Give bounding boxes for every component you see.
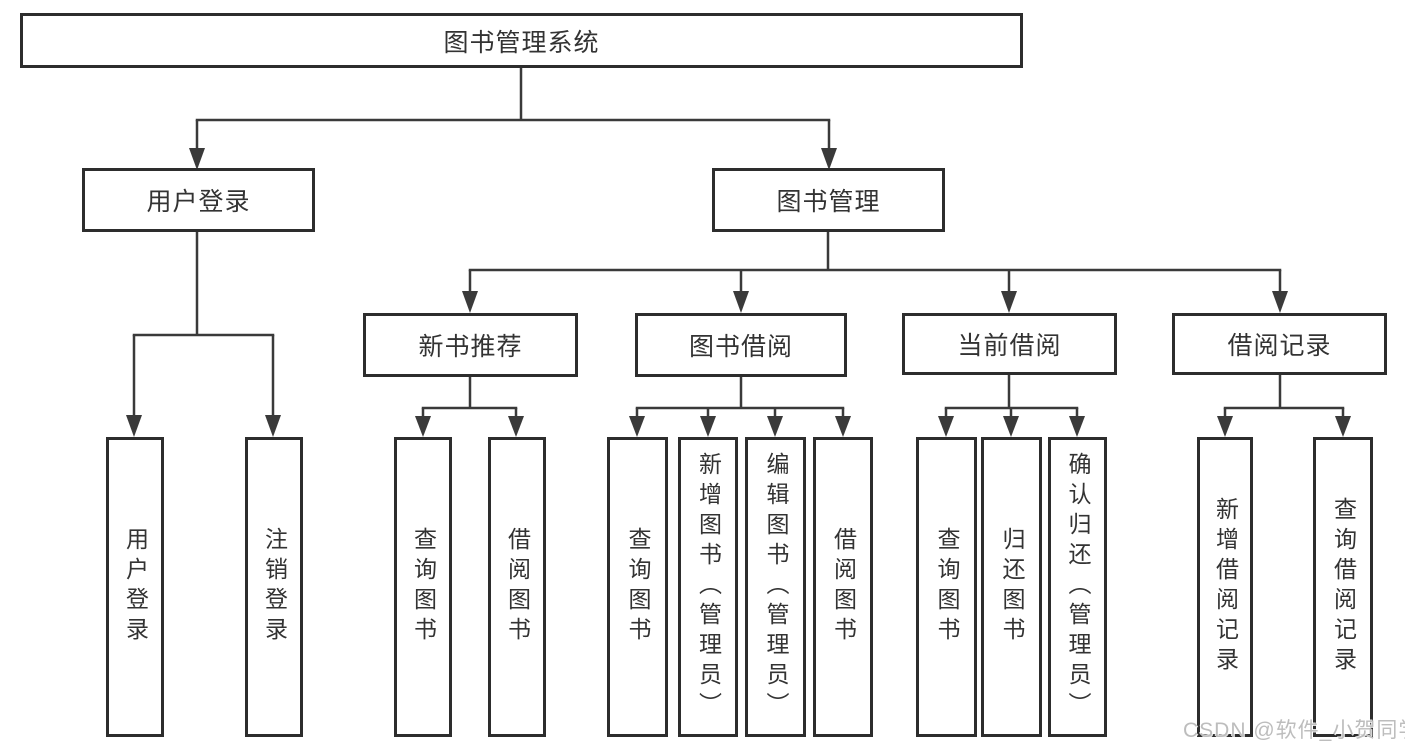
leaf-query-books-recommend: 查询图书 [394,437,452,737]
connector-book-management-children [462,232,1288,313]
node-book-management: 图书管理 [712,168,945,232]
connector-user-login-children [126,232,281,437]
leaf-logout: 注销登录 [245,437,303,737]
connector-new-book-children [415,377,524,437]
connector-root-to-level2 [189,68,837,170]
node-borrow-records: 借阅记录 [1172,313,1387,375]
node-root: 图书管理系统 [20,13,1023,68]
connector-book-borrow-children [629,377,851,437]
leaf-confirm-return-admin: 确认归还（管理员） [1048,437,1107,737]
connector-current-borrow-children [938,375,1085,437]
leaf-query-borrow-record: 查询借阅记录 [1313,437,1373,737]
leaf-user-login: 用户登录 [106,437,164,737]
node-user-login: 用户登录 [82,168,315,232]
leaf-add-book-admin: 新增图书（管理员） [678,437,738,737]
leaf-query-books-borrow: 查询图书 [607,437,668,737]
leaf-query-books-current: 查询图书 [916,437,977,737]
leaf-borrow-books-recommend: 借阅图书 [488,437,546,737]
leaf-edit-book-admin: 编辑图书（管理员） [745,437,806,737]
node-current-borrow: 当前借阅 [902,313,1117,375]
leaf-borrow-books: 借阅图书 [813,437,873,737]
leaf-return-book: 归还图书 [981,437,1042,737]
node-book-borrow: 图书借阅 [635,313,847,377]
leaf-add-borrow-record: 新增借阅记录 [1197,437,1253,737]
csdn-watermark: CSDN @软件_小贺同学 [1183,719,1405,742]
node-new-book-recommend: 新书推荐 [363,313,578,377]
connector-borrow-records-children [1217,375,1351,437]
